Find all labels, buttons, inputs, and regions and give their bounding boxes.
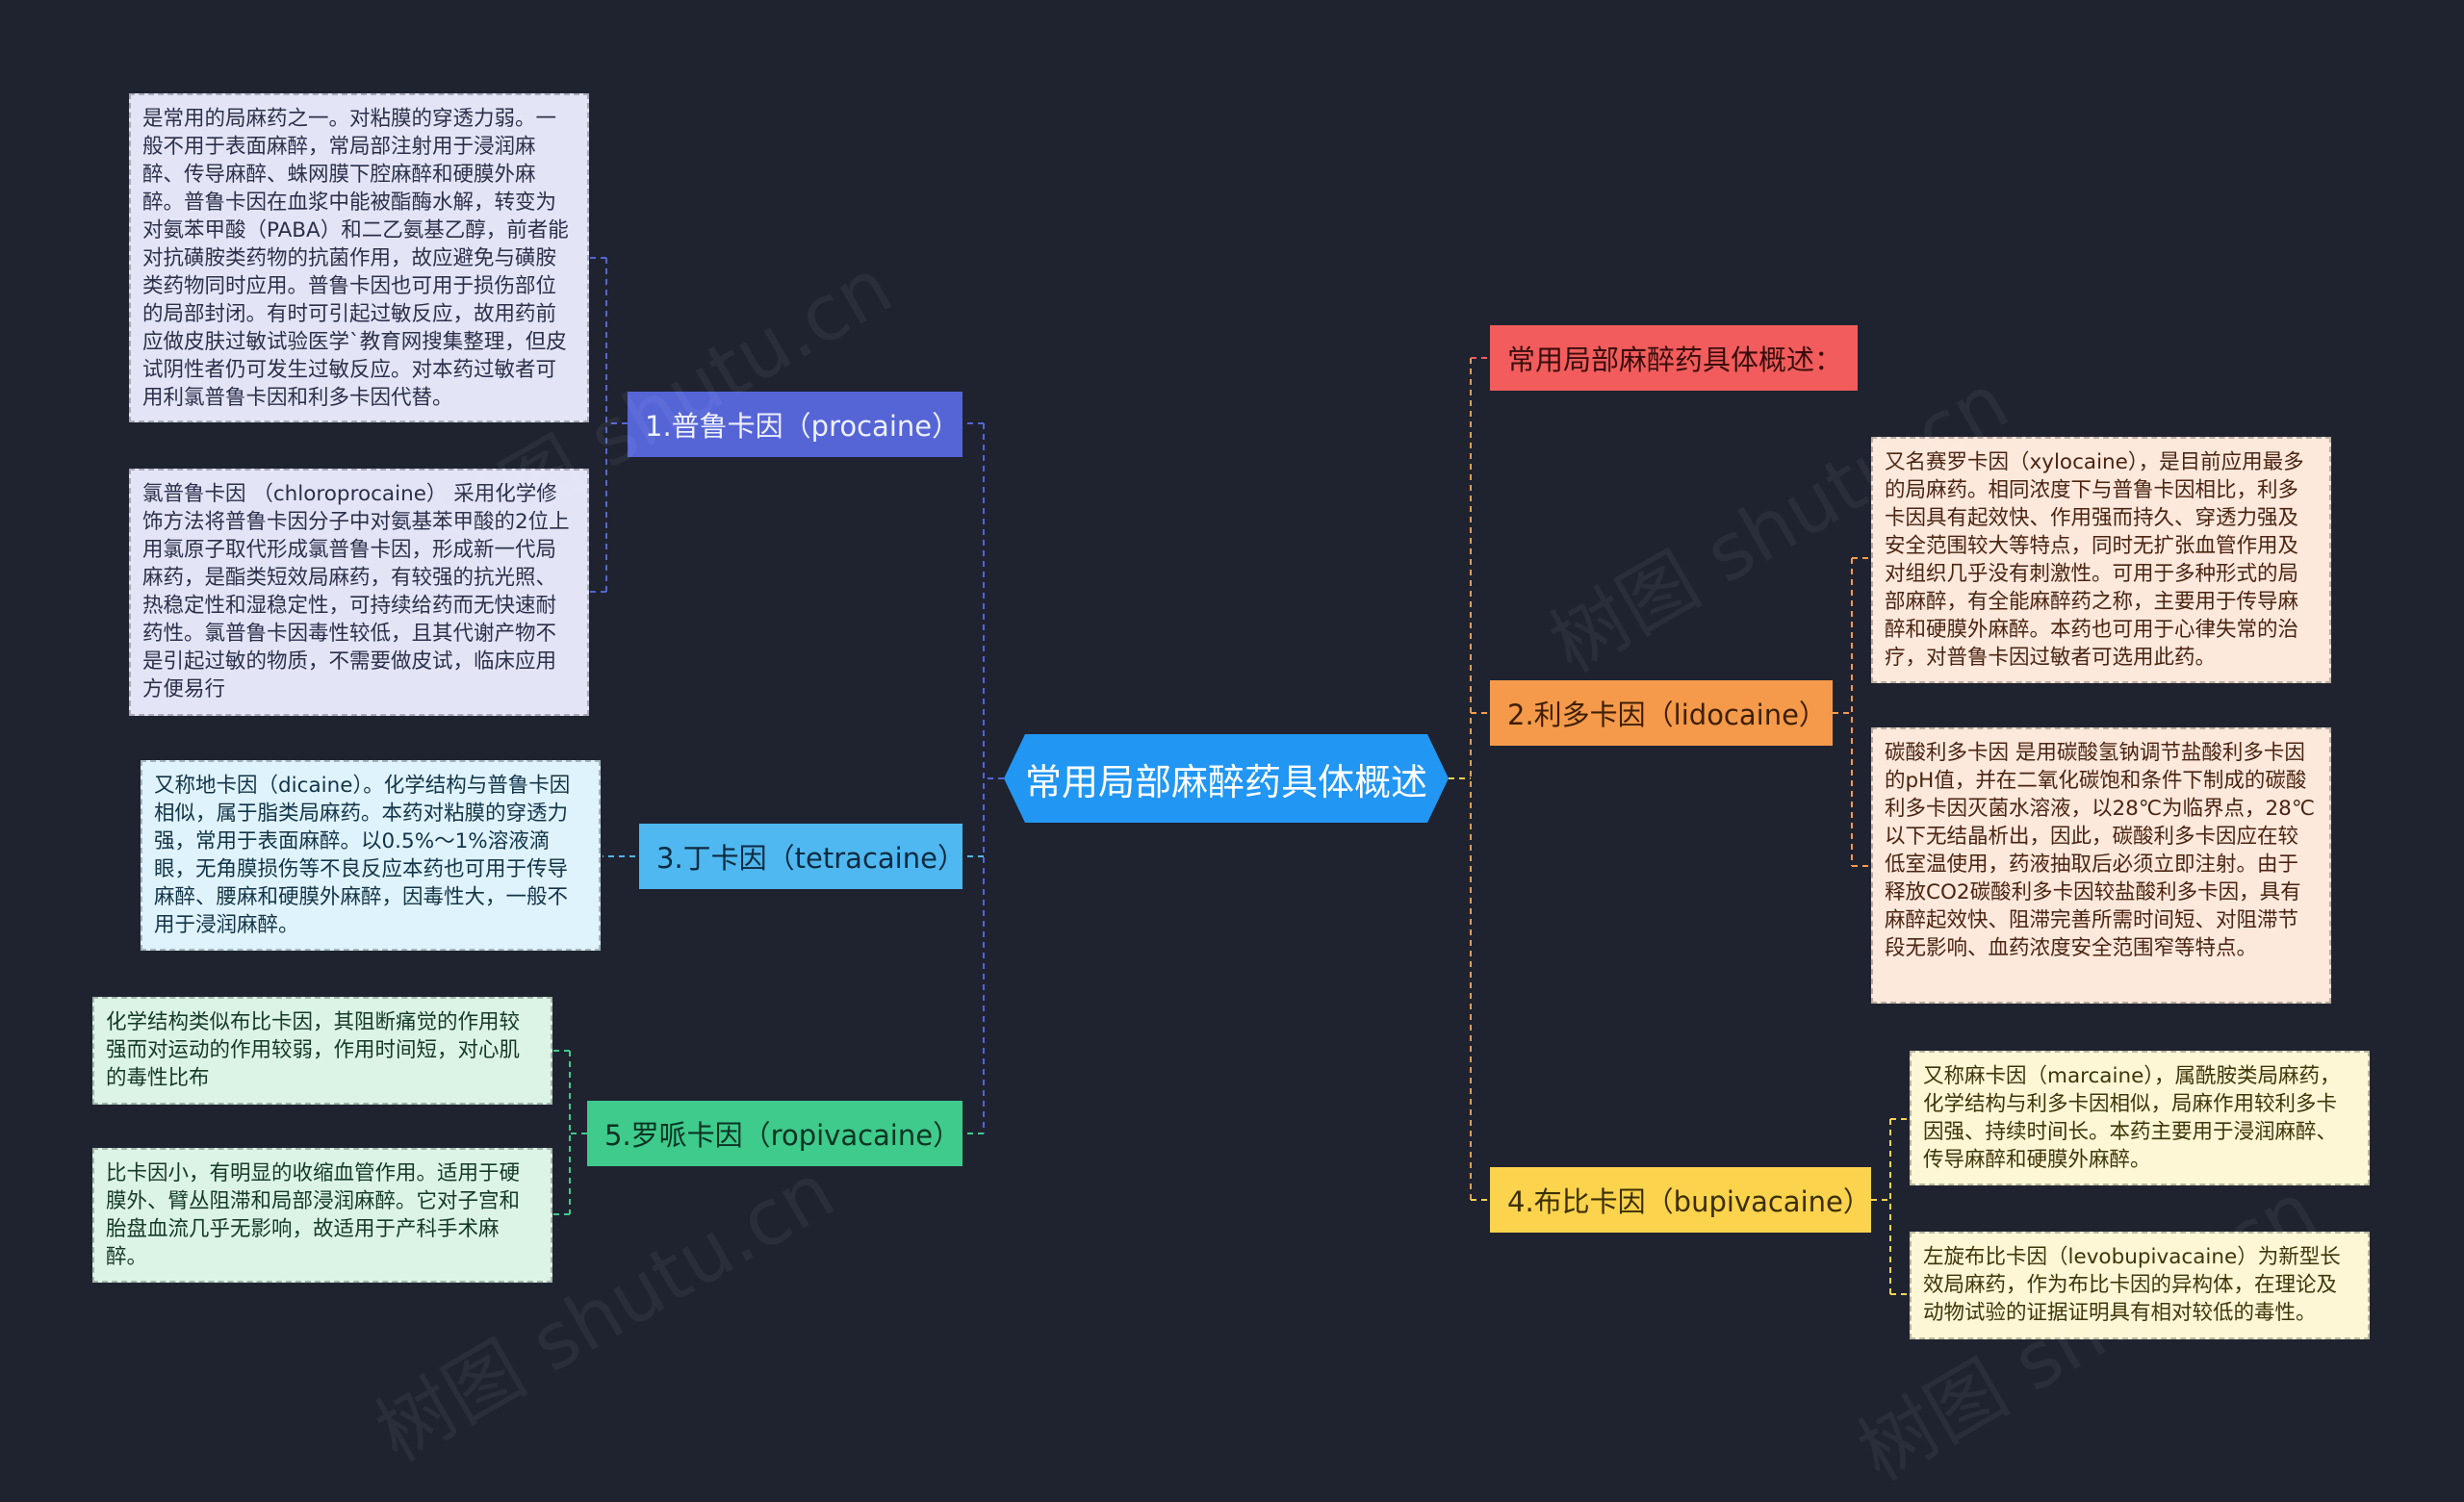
branch-procaine[interactable]: 1.普鲁卡因（procaine）: [628, 392, 962, 457]
mind-map-canvas: 常用局部麻醉药具体概述 1.普鲁卡因（procaine） 3.丁卡因（tetra…: [92, 93, 2370, 1498]
note-bupivacaine-1: 又称麻卡因（marcaine），属酰胺类局麻药，化学结构与利多卡因相似，局麻作用…: [1910, 1051, 2370, 1185]
branch-ropivacaine[interactable]: 5.罗哌卡因（ropivacaine）: [587, 1101, 962, 1166]
center-topic[interactable]: 常用局部麻醉药具体概述: [1004, 734, 1449, 823]
branch-tetracaine[interactable]: 3.丁卡因（tetracaine）: [639, 824, 965, 889]
note-lidocaine-1: 又名赛罗卡因（xylocaine），是目前应用最多的局麻药。相同浓度下与普鲁卡因…: [1871, 437, 2331, 683]
connector-ropivacaine-notes: [552, 1050, 587, 1215]
note-bupivacaine-2: 左旋布比卡因（levobupivacaine）为新型长效局麻药，作为布比卡因的异…: [1910, 1232, 2370, 1339]
connector-lines: [552, 257, 1910, 1295]
note-procaine-1: 是常用的局麻药之一。对粘膜的穿透力弱。一般不用于表面麻醉，常局部注射用于浸润麻醉…: [129, 93, 589, 422]
note-procaine-2: 氯普鲁卡因 （chloroprocaine） 采用化学修饰方法将普鲁卡因分子中对…: [129, 469, 589, 716]
branch-lidocaine[interactable]: 2.利多卡因（lidocaine）: [1490, 680, 1833, 746]
note-ropivacaine-2: 比卡因小，有明显的收缩血管作用。适用于硬膜外、臂丛阻滞和局部浸润麻醉。它对子宫和…: [92, 1148, 552, 1283]
branch-intro[interactable]: 常用局部麻醉药具体概述：: [1490, 325, 1858, 391]
note-tetracaine-1: 又称地卡因（dicaine）。化学结构与普鲁卡因相似，属于脂类局麻药。本药对粘膜…: [141, 760, 601, 951]
connector-lidocaine-notes: [1833, 557, 1871, 867]
branch-bupivacaine[interactable]: 4.布比卡因（bupivacaine）: [1490, 1167, 1871, 1233]
note-ropivacaine-1: 化学结构类似布比卡因，其阻断痛觉的作用较强而对运动的作用较弱，作用时间短，对心肌…: [92, 997, 552, 1105]
connector-procaine-notes: [589, 257, 628, 593]
connector-bupivacaine-notes: [1871, 1118, 1910, 1295]
note-lidocaine-2: 碳酸利多卡因 是用碳酸氢钠调节盐酸利多卡因的pH值，并在二氧化碳饱和条件下制成的…: [1871, 727, 2331, 1004]
